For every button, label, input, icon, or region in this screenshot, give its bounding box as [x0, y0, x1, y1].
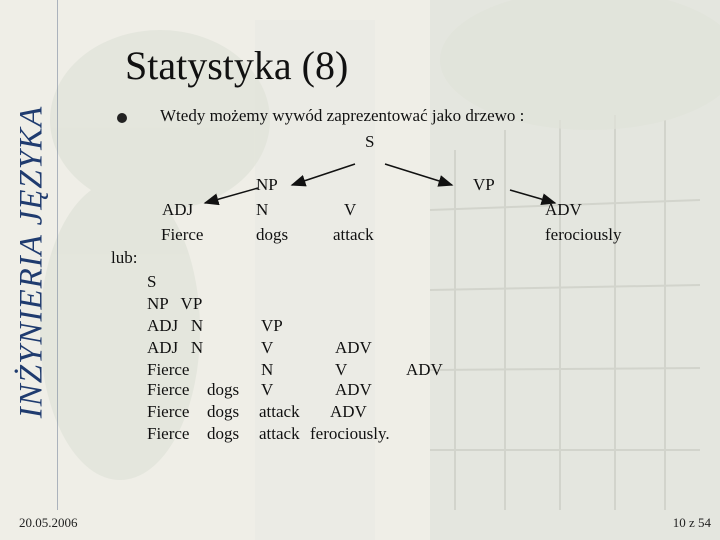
arrow-vp-to-adv [509, 189, 557, 206]
arrow-to-vp [384, 163, 454, 187]
deriv-col3-row3: N [261, 360, 274, 379]
deriv-col1-row1: S [147, 272, 157, 291]
deriv-col3-row2: V [261, 338, 274, 357]
slide-title: Statystyka (8) [125, 43, 349, 88]
arrow-np-to-adj [203, 187, 259, 206]
sidebar: INŻYNIERIA JĘZYKA [0, 0, 60, 540]
deriv-col3-row4: V [261, 380, 274, 399]
deriv-col3-row1: VP [261, 316, 283, 335]
deriv-col1-row6: Fierce [147, 380, 190, 399]
bullet-icon [117, 113, 127, 123]
deriv-col5: ADV [406, 360, 443, 379]
deriv-col2-row2: dogs [207, 402, 240, 421]
tree-attack: attack [333, 225, 374, 244]
tree-np: NP [256, 175, 278, 194]
deriv-col1-row2: NP VP [147, 294, 203, 313]
deriv-col4-row4: ADV [330, 402, 367, 421]
tree-root-s: S [365, 132, 375, 151]
tree-adj: ADJ [162, 200, 194, 219]
deriv-col1-row8: Fierce [147, 424, 190, 443]
deriv-col3-row6: attack [259, 424, 300, 443]
tree-dogs: dogs [256, 225, 289, 244]
intro-text: Wtedy możemy wywód zaprezentować jako dr… [160, 106, 525, 125]
deriv-col3-row5: attack [259, 402, 300, 421]
tree-fierce: Fierce [161, 225, 204, 244]
deriv-col1-row5: Fierce [147, 360, 190, 379]
tree-adv: ADV [545, 200, 582, 219]
deriv-col4-row5: ferociously. [310, 424, 390, 443]
footer-date: 20.05.2006 [19, 515, 78, 530]
deriv-col1-row3: ADJ N [147, 316, 204, 335]
tree-vp: VP [473, 175, 495, 194]
tree-v: V [344, 200, 357, 219]
sidebar-divider [57, 0, 58, 510]
alt-label: lub: [111, 248, 138, 267]
tree-n: N [256, 200, 269, 219]
deriv-col2-row1: dogs [207, 380, 240, 399]
deriv-col2-row3: dogs [207, 424, 240, 443]
deriv-col1-row4: ADJ N [147, 338, 204, 357]
page-number: 10 z 54 [672, 515, 711, 530]
deriv-col4-row1: ADV [335, 338, 372, 357]
deriv-col4-row2: V [335, 360, 348, 379]
deriv-col4-row3: ADV [335, 380, 372, 399]
arrow-to-np [290, 163, 356, 187]
tree-ferociously: ferociously [545, 225, 622, 244]
deriv-col1-row7: Fierce [147, 402, 190, 421]
